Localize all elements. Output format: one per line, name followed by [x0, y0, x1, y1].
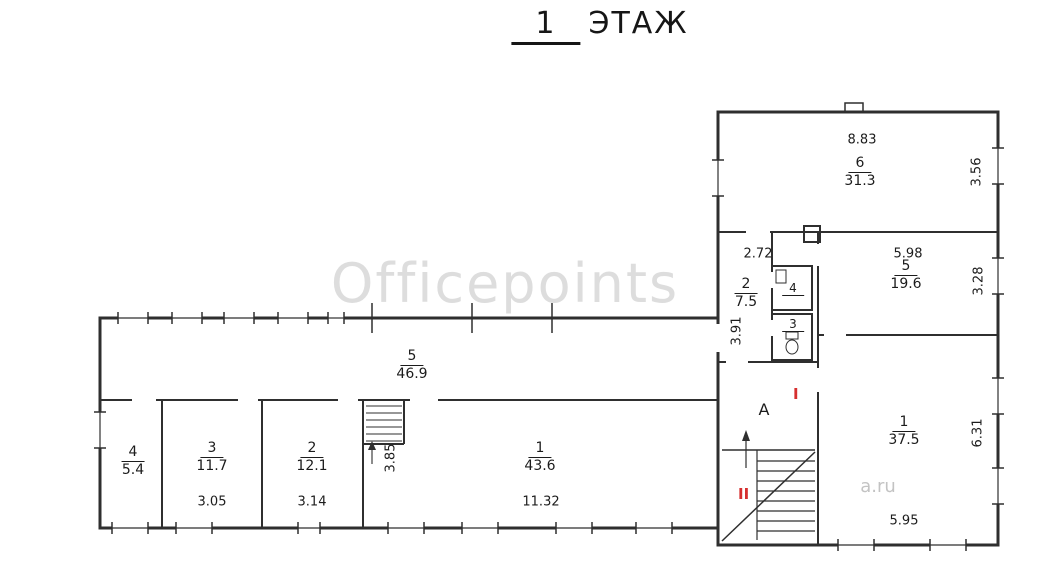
room-area: 19.6	[890, 275, 922, 292]
dim-rw5-right: 3.28	[971, 266, 987, 296]
dim-lw1-left: 3.85	[383, 443, 399, 473]
room-label-lw4: 4 5.4	[121, 444, 145, 479]
room-number: 3	[200, 440, 224, 458]
room-number: 3	[782, 317, 804, 333]
stairwell-label: А	[758, 400, 770, 419]
stairs-small	[366, 405, 402, 464]
dim-rw2-left: 3.91	[729, 316, 745, 346]
room-number: 4	[782, 281, 804, 297]
room-number: 4	[121, 444, 145, 462]
dim-lw2-bottom: 3.14	[297, 494, 327, 510]
chimney-shaft	[844, 102, 864, 113]
room-area: 11.7	[196, 457, 228, 474]
title-floor-text: ЭТАЖ	[588, 6, 689, 41]
room-label-rw5: 5 19.6	[890, 258, 921, 293]
room-number: 2	[300, 440, 324, 458]
room-number: 1	[892, 414, 916, 432]
dim-rw2-top: 2.72	[743, 246, 773, 262]
room-label-lw5: 5 46.9	[396, 348, 427, 383]
room-label-lw3: 3 11.7	[196, 440, 227, 475]
door-openings	[132, 228, 846, 404]
room-label-rw4: 4	[782, 281, 804, 297]
room-label-rw3: 3	[782, 317, 804, 333]
red-mark-1: I	[793, 385, 799, 403]
room-area: 7.5	[734, 293, 758, 310]
room-area: 31.3	[844, 172, 876, 189]
red-mark-2: II	[738, 485, 750, 503]
dim-rw6-top: 8.83	[847, 132, 877, 148]
section-ticks	[371, 303, 553, 333]
room-label-lw2: 2 12.1	[296, 440, 327, 475]
room-number: 1	[528, 440, 552, 458]
room-area: 5.4	[121, 461, 145, 478]
dim-rw6-right: 3.56	[969, 157, 985, 187]
room-number: 6	[848, 155, 872, 173]
room-area: 46.9	[396, 365, 428, 382]
windows	[94, 147, 1004, 551]
dim-lw3-bottom: 3.05	[197, 494, 227, 510]
watermark-fragment: а.ru	[860, 476, 896, 497]
room-number: 5	[894, 258, 918, 276]
room-number: 2	[734, 276, 758, 294]
dim-rw5-top: 5.98	[893, 246, 923, 262]
room-label-rw1: 1 37.5	[888, 414, 919, 449]
dim-rw1-bottom: 5.95	[889, 513, 919, 529]
room-label-lw1: 1 43.6	[524, 440, 555, 475]
title-floor-number: 1	[511, 6, 581, 45]
room-label-rw2: 2 7.5	[734, 276, 758, 311]
room-area: 43.6	[524, 457, 556, 474]
dim-rw1-right: 6.31	[970, 418, 986, 448]
room-area: 37.5	[888, 431, 920, 448]
dim-lw1-bottom: 11.32	[522, 494, 560, 510]
room-area: 12.1	[296, 457, 328, 474]
stairs-main	[721, 430, 816, 542]
room-label-rw6: 6 31.3	[844, 155, 875, 190]
room-number: 5	[400, 348, 424, 366]
